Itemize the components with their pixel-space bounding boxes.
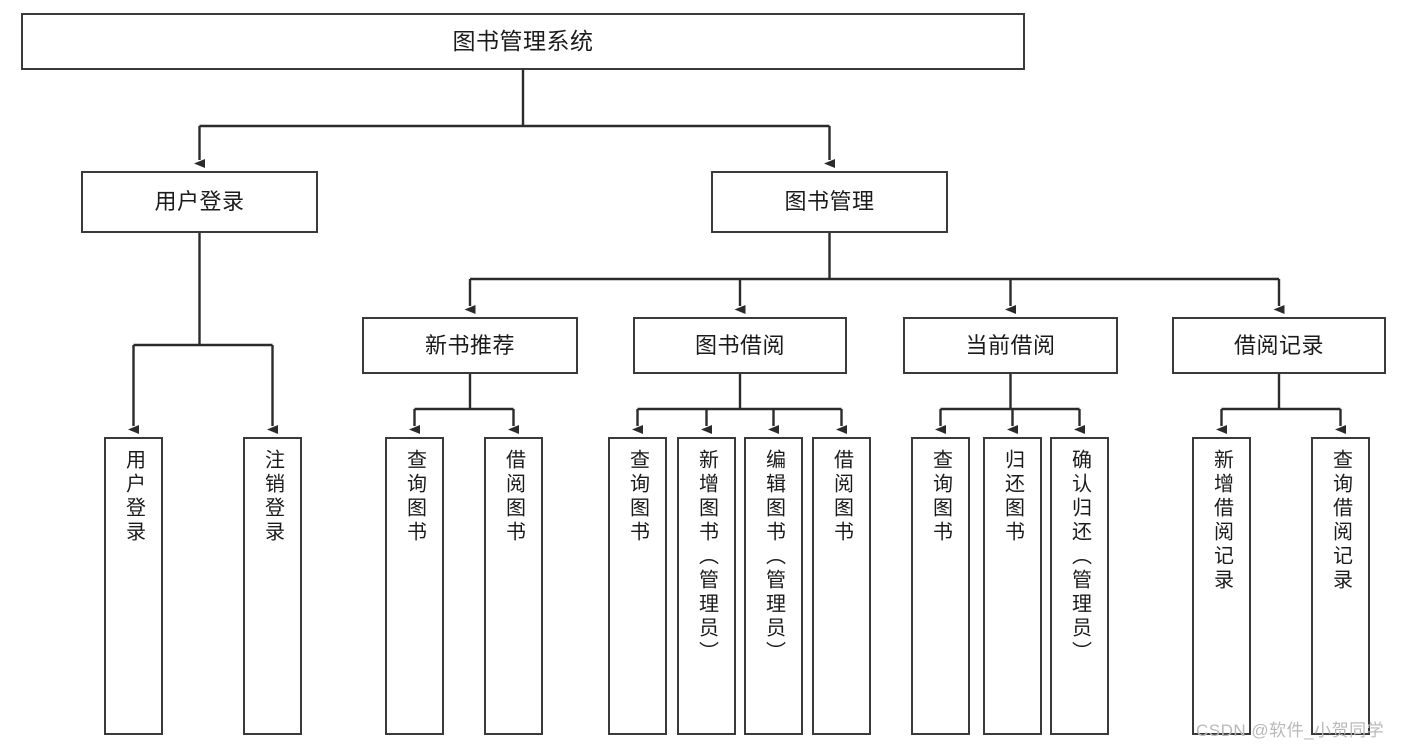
node-book-manage[interactable]: 图书管理 — [711, 171, 948, 233]
node-new-book-rec[interactable]: 新书推荐 — [362, 317, 578, 374]
node-leaf-br-add[interactable]: 新增借阅记录 — [1192, 437, 1251, 735]
node-label: 用户登录 — [122, 449, 145, 545]
node-leaf-user-logout[interactable]: 注销登录 — [243, 437, 302, 735]
node-label: 注销登录 — [261, 449, 284, 545]
node-label: 归还图书 — [1001, 449, 1024, 545]
node-leaf-cb-query[interactable]: 查询图书 — [911, 437, 970, 735]
node-leaf-bb-borrow[interactable]: 借阅图书 — [812, 437, 871, 735]
node-leaf-br-query[interactable]: 查询借阅记录 — [1311, 437, 1370, 735]
node-label: 新增借阅记录 — [1210, 449, 1233, 593]
node-label: 新增图书（管理员） — [695, 449, 718, 665]
node-label: 编辑图书（管理员） — [762, 449, 785, 665]
node-book-borrow[interactable]: 图书借阅 — [633, 317, 847, 374]
node-label: 图书借阅 — [694, 332, 785, 358]
node-label: 确认归还（管理员） — [1068, 449, 1091, 665]
node-leaf-rec-query[interactable]: 查询图书 — [385, 437, 444, 735]
node-root[interactable]: 图书管理系统 — [21, 13, 1025, 70]
node-label: 用户登录 — [154, 189, 245, 215]
node-label: 当前借阅 — [965, 332, 1056, 358]
node-leaf-rec-borrow[interactable]: 借阅图书 — [484, 437, 543, 735]
node-borrow-record[interactable]: 借阅记录 — [1172, 317, 1386, 374]
node-label: 查询借阅记录 — [1329, 449, 1352, 593]
node-label: 新书推荐 — [424, 332, 515, 358]
node-label: 借阅图书 — [502, 449, 525, 545]
node-leaf-cb-confirm[interactable]: 确认归还（管理员） — [1050, 437, 1109, 735]
node-leaf-cb-return[interactable]: 归还图书 — [983, 437, 1042, 735]
node-cur-borrow[interactable]: 当前借阅 — [903, 317, 1118, 374]
node-label: 图书管理 — [784, 189, 875, 215]
node-user-login[interactable]: 用户登录 — [81, 171, 318, 233]
node-label: 借阅记录 — [1233, 332, 1324, 358]
node-label: 查询图书 — [626, 449, 649, 545]
node-leaf-user-login[interactable]: 用户登录 — [104, 437, 163, 735]
csdn-watermark: CSDN @软件_小贺同学 — [1196, 721, 1385, 740]
node-label: 图书管理系统 — [452, 27, 594, 54]
node-label: 查询图书 — [403, 449, 426, 545]
node-label: 借阅图书 — [830, 449, 853, 545]
node-leaf-bb-query[interactable]: 查询图书 — [608, 437, 667, 735]
node-label: 查询图书 — [929, 449, 952, 545]
node-leaf-bb-edit[interactable]: 编辑图书（管理员） — [744, 437, 803, 735]
node-leaf-bb-add[interactable]: 新增图书（管理员） — [677, 437, 736, 735]
